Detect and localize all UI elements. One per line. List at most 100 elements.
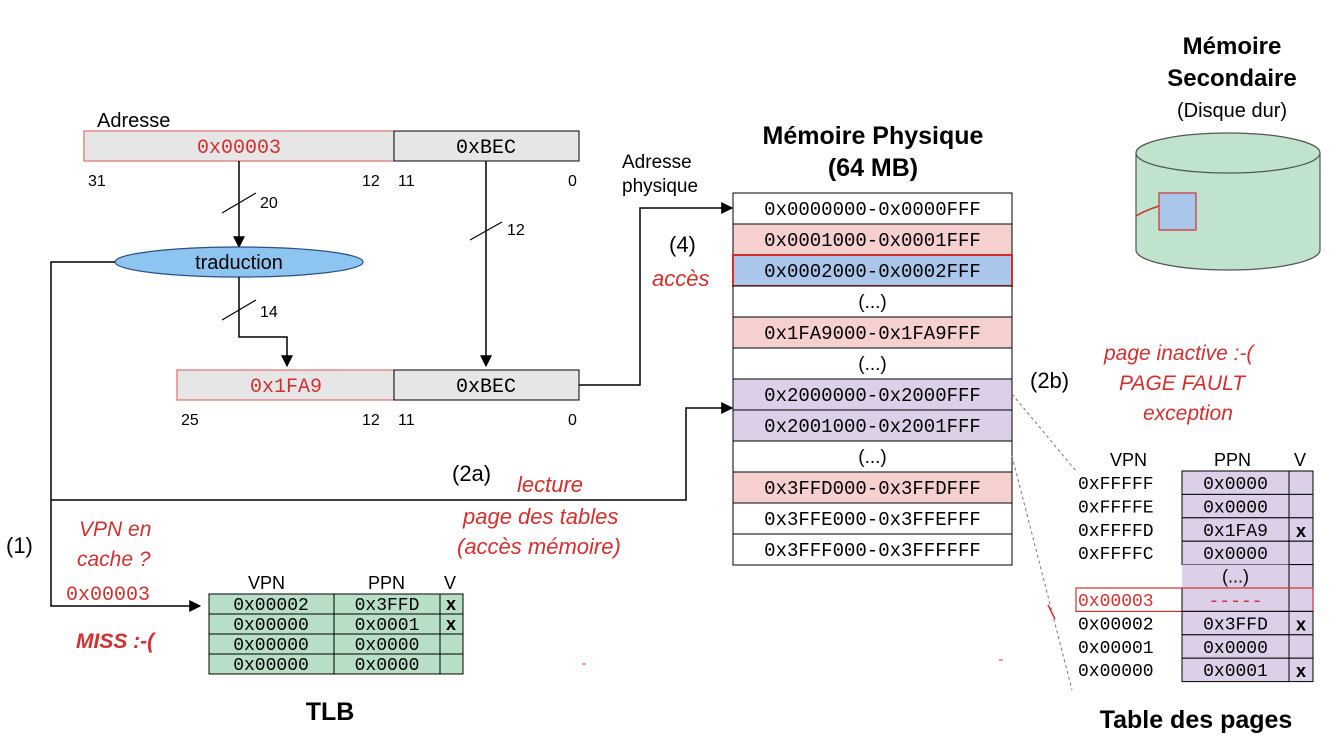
tlb-cell-valid: x [446,614,456,634]
page-table-valid: x [1296,661,1306,681]
step-4-label: (4) [669,232,696,257]
page-table-ppn: 0x3FFD [1203,615,1268,635]
tlb-cell-ppn: 0x3FFD [355,596,420,616]
fault-line2: PAGE FAULT [1119,372,1247,395]
bit-0-label: 0 [568,173,577,190]
page-table-vpn: 0x00003 [1078,592,1154,612]
read-line1: lecture [517,472,583,497]
virtual-address: Adresse 0x00003 0xBEC 31 12 11 0 [83,110,580,190]
memory-row-label: 0x2001000-0x2001FFF [764,416,981,438]
page-table-ppn: 0x0000 [1203,545,1268,565]
memory-row [732,347,1013,380]
page-table-vpn: 0xFFFFE [1078,498,1154,518]
fault-marker [1047,604,1056,620]
page-table-read: (2a) lecture page des tables (accès mémo… [51,402,734,559]
bit-11-label: 11 [398,173,415,190]
tlb-cell-ppn: 0x0001 [355,616,420,636]
translation-label: traduction [195,252,283,274]
page-table-rows: 0xFFFFF 0x0000 0xFFFFE 0x0000 0xFFFFD 0x1FA9 x… [1075,470,1314,683]
page-table-title: Table des pages [1100,706,1293,734]
bit-12-label: 12 [362,173,380,190]
vpn-field [83,130,395,162]
page-table-ppn: 0x0000 [1203,639,1268,659]
tlb-header-ppn: PPN [368,573,405,593]
page-table-valid-cell [1288,540,1314,566]
width-14-label: 14 [260,304,278,321]
memory-row [732,223,1013,256]
memory-row-label: 0x3FFD000-0x3FFDFFF [764,478,981,500]
page-table-ppn: ----- [1208,592,1262,612]
tlb-cell-vpn: 0x00000 [233,656,309,676]
read-line2: page des tables [462,504,618,529]
page-table-ppn: 0x0001 [1203,662,1268,682]
page-table-valid-cell [1288,564,1314,589]
page-table-ppn: 0x1FA9 [1203,522,1268,542]
tlb-cell-ppn: 0x0000 [355,656,420,676]
secondary-memory-title: Mémoire [1183,33,1282,60]
page-table-ppn: 0x0000 [1203,475,1268,495]
physical-address: 0x1FA9 0xBEC 25 12 11 0 [176,369,580,429]
page-table-valid-cell [1288,634,1314,659]
secondary-memory: Mémoire Secondaire (Disque dur) [1135,33,1321,271]
physical-memory-title: Mémoire Physique [763,122,984,150]
memory-row [732,533,1013,566]
offset-field-value: 0xBEC [456,137,516,160]
fault-line1: page inactive :-( [1103,342,1255,365]
access-arrow [579,202,734,386]
memory-row [732,192,1013,225]
page-table-valid-cell [1288,493,1314,519]
physical-memory-size: (64 MB) [828,154,918,182]
tlb-cell-ppn: 0x0000 [355,636,420,656]
page-table-vpn: 0xFFFFD [1078,522,1154,542]
page-table-header-vpn: VPN [1110,450,1147,470]
memory-row [732,502,1013,535]
width-20-label: 20 [260,195,278,212]
page-table-valid: x [1296,614,1306,634]
translation: 20 traduction 14 12 [114,161,525,368]
page-table-vpn: 0x00000 [1078,662,1154,682]
tlb-title: TLB [306,698,355,726]
width-12-label: 12 [507,222,525,239]
step-2b-label: (2b) [1030,368,1069,393]
page-table-ppn-cell [1182,564,1289,588]
tlb-lookup: (1) VPN en cache ? 0x00003 MISS :-( [6,261,202,653]
vpn-cache-line1: VPN en [79,518,151,541]
page-table-connector-bottom [1011,455,1073,691]
bit-25-label: 25 [181,412,199,429]
memory-row-label: 0x0000000-0x0000FFF [764,199,981,221]
tlb-cell-vpn: 0x00000 [233,636,309,656]
memory-row-label: 0x2000000-0x2000FFF [764,385,981,407]
address-label: Adresse [97,110,170,132]
page-table-vpn: 0x00001 [1078,639,1154,659]
page-table-header-ppn: PPN [1214,450,1251,470]
physical-address-label-line1: Adresse [622,152,692,173]
fault-line3: exception [1143,402,1233,425]
access-label: accès [652,266,709,291]
memory-row [732,254,1013,287]
memory-row [732,471,1013,504]
memory-row [732,378,1013,411]
page-table-connector-top [1011,393,1077,472]
page-table-vpn: 0xFFFFC [1078,545,1154,565]
page-table-read-arrow [51,402,734,501]
memory-row-label: (...) [858,447,887,468]
page-table-valid-cell [1288,657,1314,683]
offset-field [393,130,580,162]
page-table-valid-cell [1288,470,1314,495]
memory-row-label: (...) [858,292,887,313]
step-1-label: (1) [6,533,33,558]
memory-row-label: 0x3FFE000-0x3FFEFFF [764,509,981,531]
phys-bit-12-label: 12 [362,412,380,429]
page-table-ppn: 0x0000 [1203,498,1268,518]
page-table-vpn: 0xFFFFF [1078,475,1154,495]
phys-offset-field-value: 0xBEC [456,376,516,399]
memory-rows: 0x0000000-0x0000FFF0x0001000-0x0001FFF0x… [732,192,1013,566]
memory-row-label: (...) [858,354,887,375]
vpn-cache-line2: cache ? [77,548,151,571]
physical-memory: Mémoire Physique (64 MB) 0x0000000-0x000… [732,122,1013,566]
phys-bit-0-label: 0 [568,412,577,429]
